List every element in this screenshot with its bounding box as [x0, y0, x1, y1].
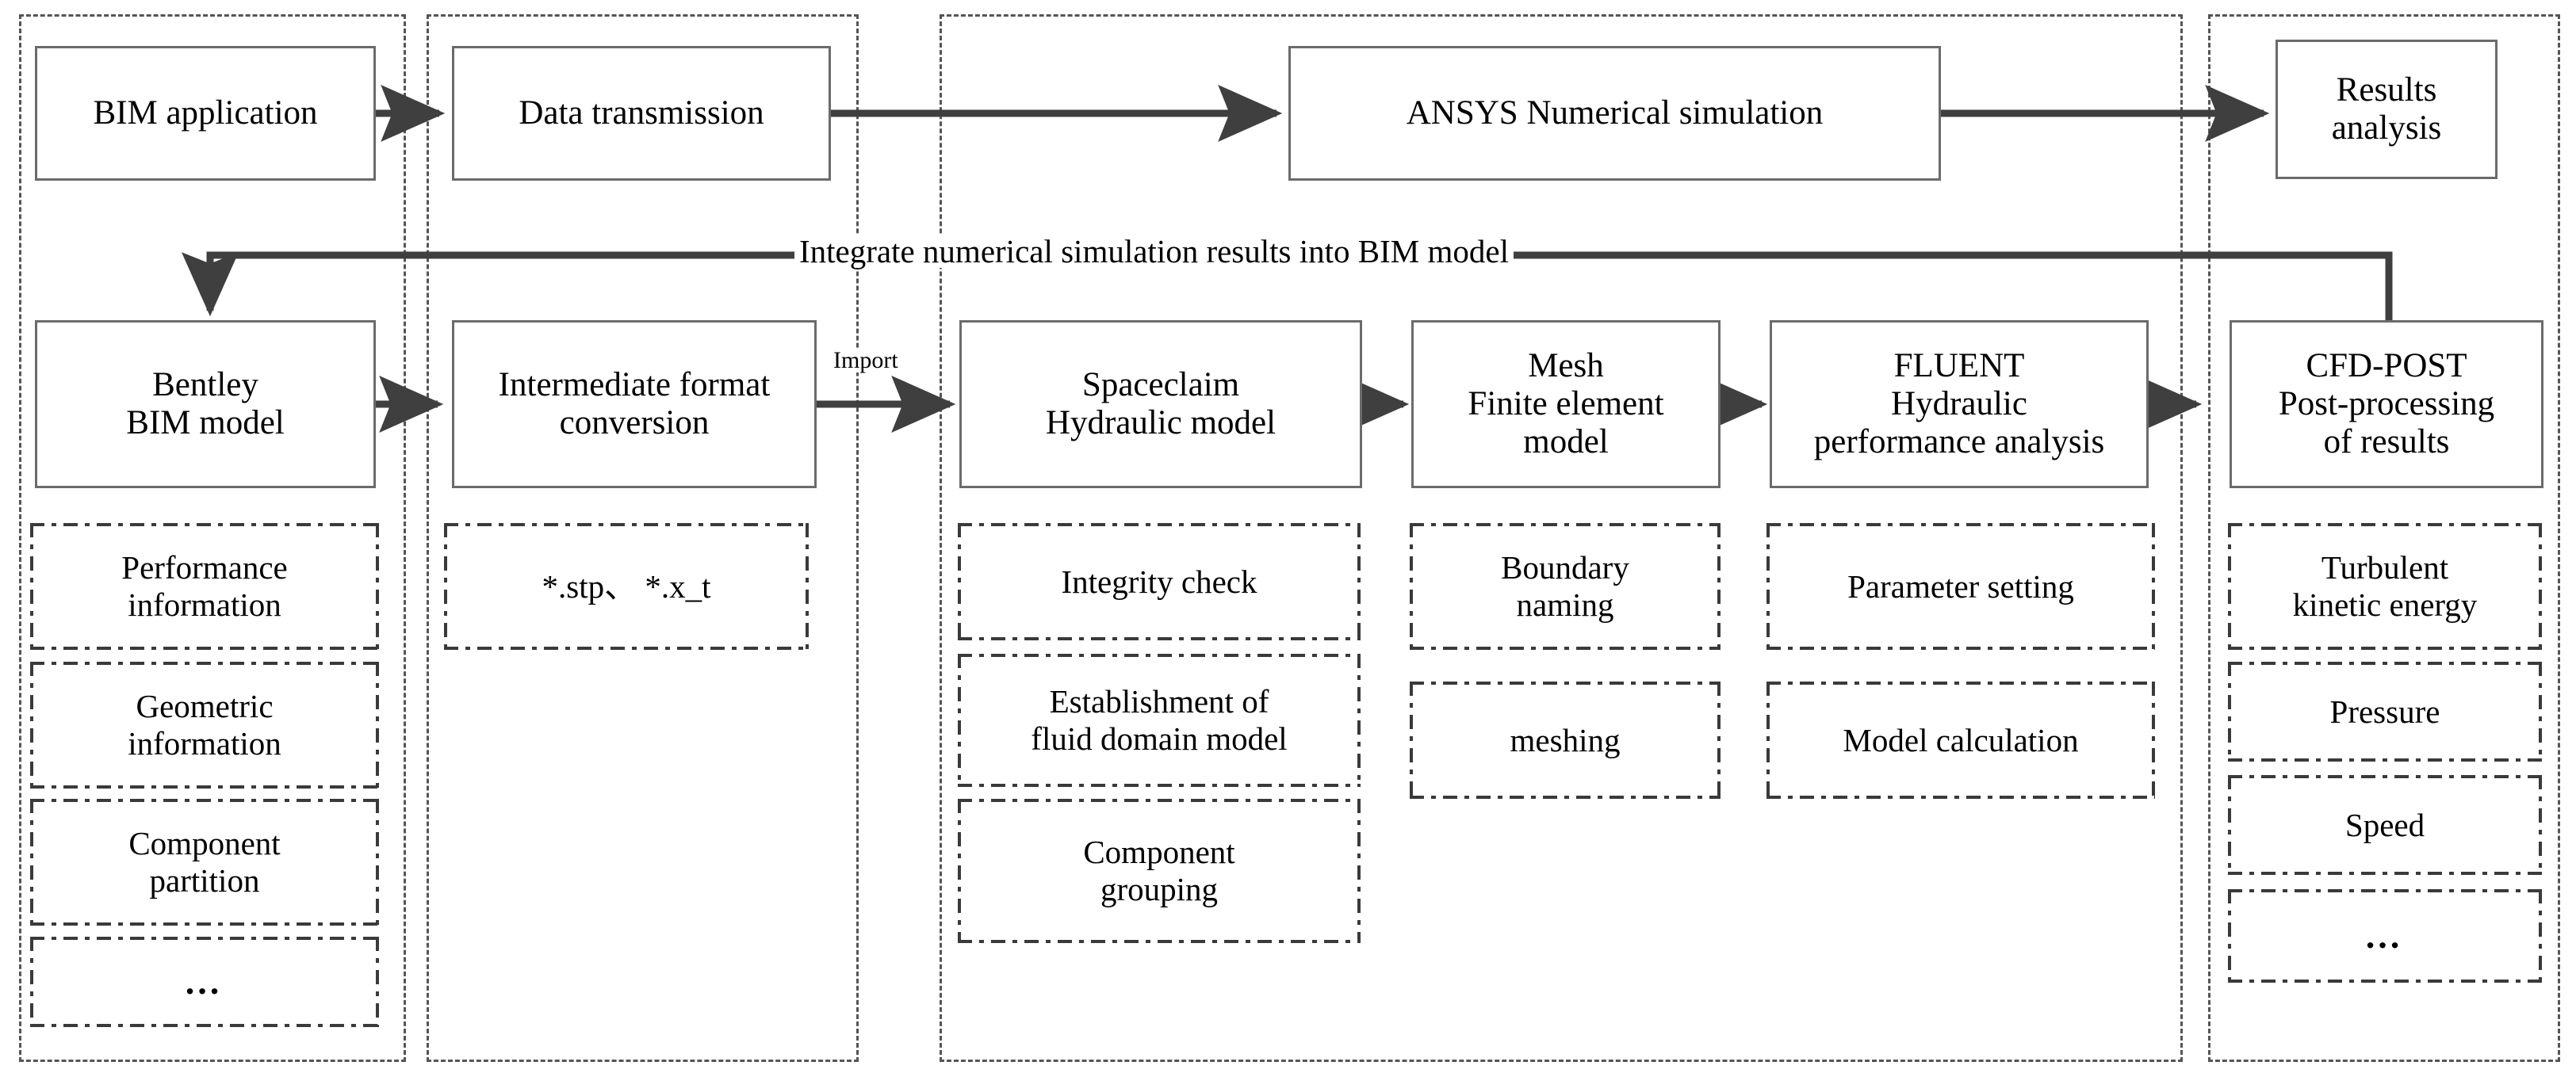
data-transmission-label: Data transmission — [519, 94, 764, 132]
spaceclaim-label-line2: Hydraulic model — [1045, 404, 1277, 441]
mesh-label-line1: Mesh — [1528, 346, 1604, 384]
subbox-pressure[interactable]: Pressure — [2228, 662, 2542, 762]
subbox-performance-information-line1: Performance — [121, 549, 288, 586]
subbox-file-formats[interactable]: *.stp、 *.x_t — [444, 523, 809, 650]
subbox-fluid-domain-model-line1: Establishment of — [1049, 683, 1269, 720]
bim-application-box[interactable]: BIM application — [35, 46, 376, 181]
bim-application-label: BIM application — [93, 94, 318, 132]
subbox-model-calculation[interactable]: Model calculation — [1766, 682, 2155, 799]
subbox-turbulent-kinetic-energy-line1: Turbulent — [2321, 549, 2449, 586]
data-transmission-box[interactable]: Data transmission — [452, 46, 831, 181]
subbox-meshing-label: meshing — [1510, 721, 1621, 758]
fluent-label-line1: FLUENT — [1893, 346, 2025, 384]
subbox-geometric-information-line2: information — [128, 725, 281, 762]
subbox-turbulent-kinetic-energy[interactable]: Turbulent kinetic energy — [2228, 523, 2542, 650]
bentley-bim-model-label-line2: BIM model — [126, 404, 285, 441]
ansys-simulation-group-panel — [940, 14, 2183, 1062]
subbox-component-partition[interactable]: Component partition — [30, 799, 379, 926]
subbox-cfdpost-more[interactable]: … — [2228, 889, 2542, 983]
fluent-hydraulic-performance-box[interactable]: FLUENT Hydraulic performance analysis — [1770, 320, 2149, 488]
results-analysis-label-line1: Results — [2336, 71, 2437, 109]
subbox-speed-label: Speed — [2344, 806, 2425, 843]
subbox-bentley-more-ellipsis: … — [184, 961, 225, 1002]
subbox-speed[interactable]: Speed — [2228, 775, 2542, 875]
subbox-component-grouping-line2: grouping — [1100, 871, 1219, 907]
subbox-boundary-naming-line2: naming — [1516, 586, 1614, 623]
subbox-component-partition-line1: Component — [128, 825, 281, 862]
subbox-file-formats-label: *.stp、 *.x_t — [542, 567, 711, 605]
subbox-boundary-naming[interactable]: Boundary naming — [1410, 523, 1721, 650]
results-group-panel — [2208, 14, 2560, 1062]
subbox-performance-information[interactable]: Performance information — [30, 523, 379, 650]
intermediate-format-conversion-box[interactable]: Intermediate format conversion — [452, 320, 817, 488]
subbox-performance-information-line2: information — [128, 586, 281, 623]
cfd-post-label-line2: Post-processing — [2278, 384, 2495, 422]
feedback-loop-label: Integrate numerical simulation results i… — [794, 235, 1514, 268]
bim-group-panel — [19, 14, 406, 1062]
subbox-turbulent-kinetic-energy-line2: kinetic energy — [2292, 586, 2478, 623]
subbox-fluid-domain-model[interactable]: Establishment of fluid domain model — [958, 654, 1361, 787]
subbox-cfdpost-more-ellipsis: … — [2364, 915, 2406, 956]
intermediate-format-conversion-label: Intermediate format conversion — [498, 365, 771, 441]
fluent-label-line2: Hydraulic — [1891, 384, 2027, 422]
subbox-parameter-setting-label: Parameter setting — [1847, 567, 2074, 605]
subbox-parameter-setting[interactable]: Parameter setting — [1766, 523, 2155, 650]
subbox-geometric-information-line1: Geometric — [136, 688, 274, 725]
subbox-model-calculation-label: Model calculation — [1843, 721, 2079, 758]
results-analysis-label-line2: analysis — [2331, 109, 2442, 147]
mesh-label-line3: model — [1523, 423, 1609, 461]
data-transmission-group-panel — [427, 14, 859, 1062]
subbox-pressure-label: Pressure — [2329, 693, 2440, 730]
import-arrow-label: Import — [831, 349, 901, 372]
subbox-component-grouping[interactable]: Component grouping — [958, 799, 1361, 943]
ansys-numerical-simulation-box[interactable]: ANSYS Numerical simulation — [1288, 46, 1941, 181]
subbox-component-partition-line2: partition — [149, 862, 260, 899]
subbox-integrity-check[interactable]: Integrity check — [958, 523, 1361, 640]
subbox-bentley-more[interactable]: … — [30, 937, 379, 1027]
spaceclaim-label-line1: Spaceclaim — [1081, 365, 1240, 403]
subbox-meshing[interactable]: meshing — [1410, 682, 1721, 799]
cfd-post-label-line1: CFD-POST — [2306, 346, 2467, 384]
cfd-post-processing-box[interactable]: CFD-POST Post-processing of results — [2230, 320, 2543, 488]
subbox-fluid-domain-model-line2: fluid domain model — [1031, 720, 1288, 757]
mesh-label-line2: Finite element — [1468, 384, 1664, 422]
spaceclaim-hydraulic-model-box[interactable]: Spaceclaim Hydraulic model — [959, 320, 1362, 488]
bentley-bim-model-label-line1: Bentley — [152, 365, 258, 403]
subbox-boundary-naming-line1: Boundary — [1501, 549, 1629, 586]
mesh-finite-element-model-box[interactable]: Mesh Finite element model — [1411, 320, 1721, 488]
results-analysis-box[interactable]: Results analysis — [2276, 40, 2498, 179]
subbox-geometric-information[interactable]: Geometric information — [30, 662, 379, 789]
cfd-post-label-line3: of results — [2323, 423, 2450, 461]
subbox-integrity-check-label: Integrity check — [1061, 563, 1257, 600]
bentley-bim-model-box[interactable]: Bentley BIM model — [35, 320, 376, 488]
fluent-label-line3: performance analysis — [1813, 423, 2105, 461]
subbox-component-grouping-line1: Component — [1083, 834, 1235, 871]
ansys-numerical-simulation-label: ANSYS Numerical simulation — [1406, 94, 1824, 132]
